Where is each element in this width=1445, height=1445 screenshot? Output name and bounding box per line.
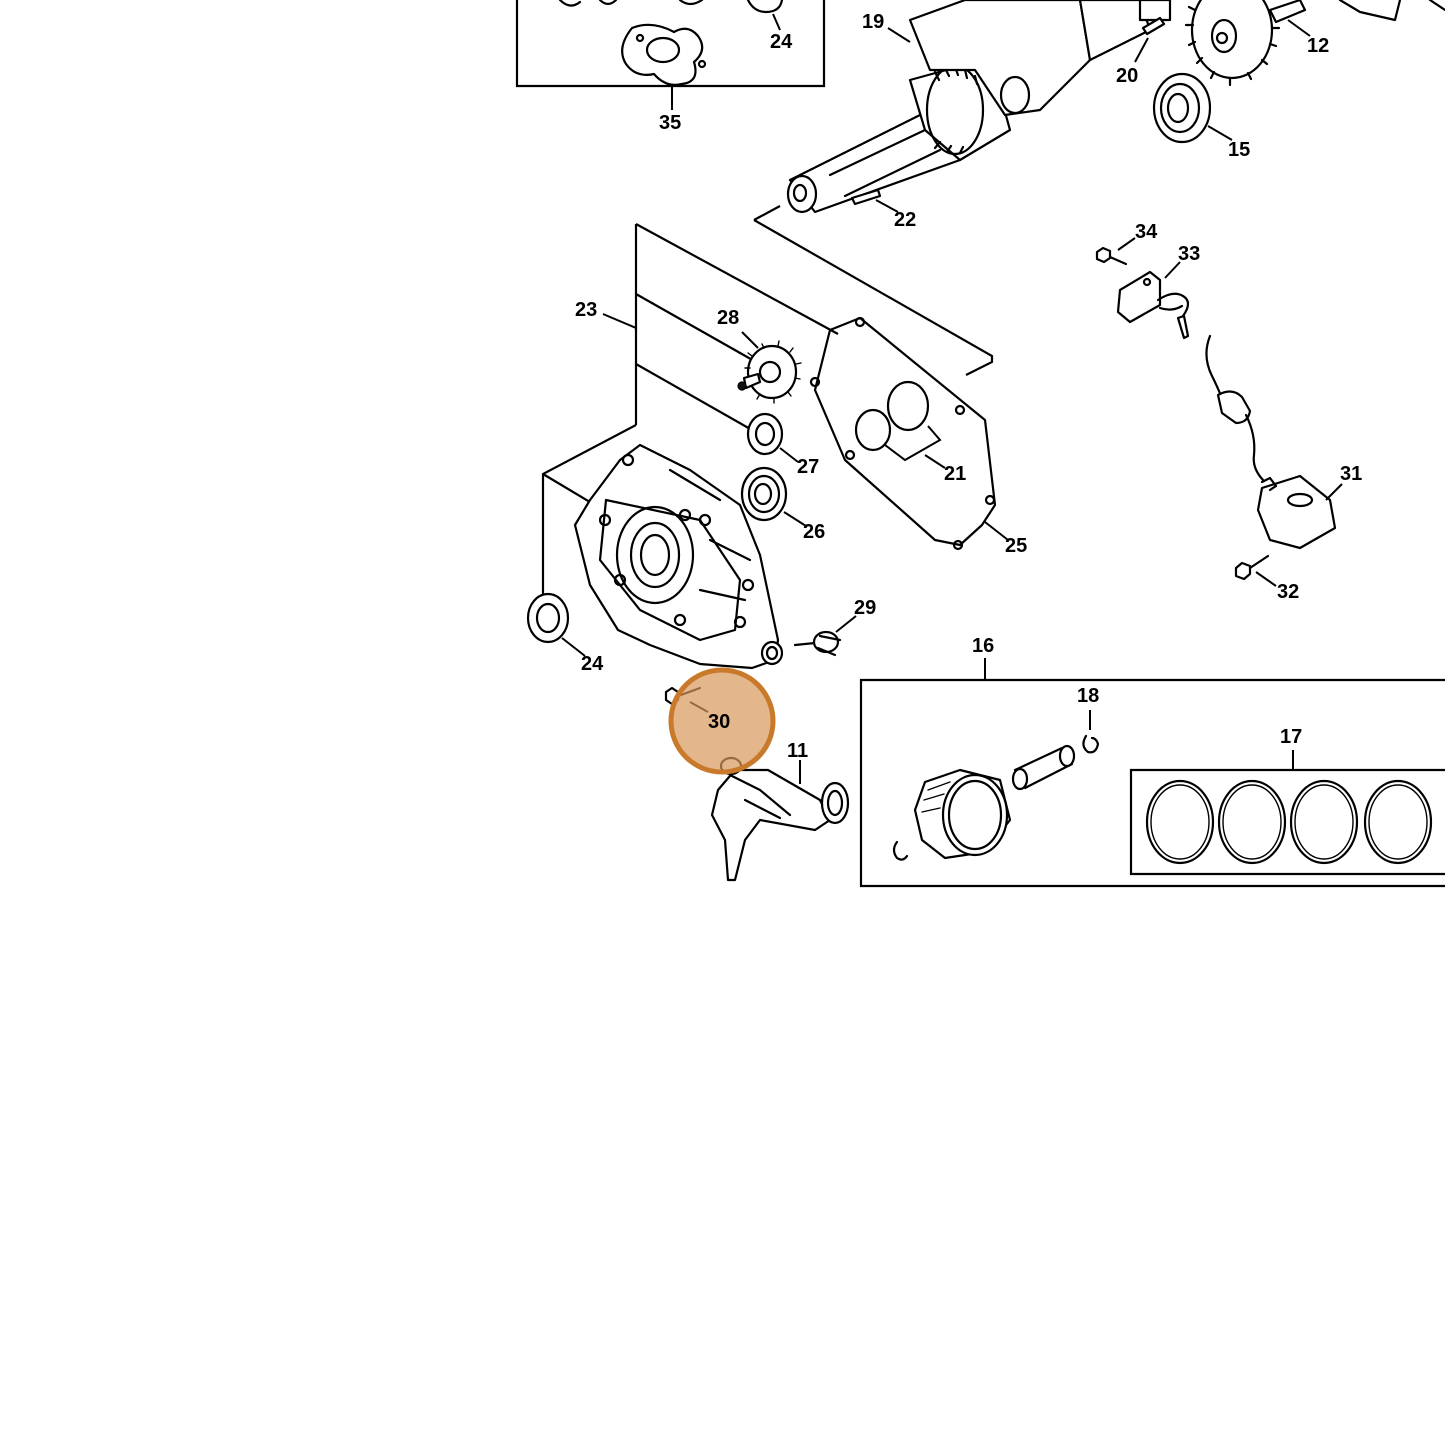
callout-27: 27 <box>797 456 819 478</box>
key-22 <box>850 188 899 213</box>
callout-30: 30 <box>708 711 730 733</box>
callout-23: 23 <box>575 299 597 321</box>
callout-26: 26 <box>803 521 825 543</box>
drain-plug-29 <box>793 615 857 657</box>
callout-12: 12 <box>1307 35 1329 57</box>
callout-21: 21 <box>944 463 966 485</box>
piston <box>913 768 1012 860</box>
callout-35: 35 <box>659 112 681 134</box>
callout-25: 25 <box>1005 535 1027 557</box>
callout-29: 29 <box>854 597 876 619</box>
callout-32: 32 <box>1277 581 1299 603</box>
bearing-26 <box>740 466 807 527</box>
oil-seal-27 <box>746 412 799 463</box>
ignition-coil-31 <box>1205 334 1343 550</box>
piston-pin-18 <box>1011 744 1076 791</box>
highlight-marker-part-30[interactable] <box>668 667 776 775</box>
gasket-kit-box-35 <box>515 0 826 110</box>
piston-rings-17 <box>1145 779 1433 865</box>
callout-11: 11 <box>787 740 808 762</box>
callout-18: 18 <box>1077 685 1099 707</box>
callout-22: 22 <box>894 209 916 231</box>
callout-34: 34 <box>1135 221 1158 243</box>
key-20 <box>1134 16 1166 63</box>
camshaft-gear-12 <box>1184 0 1311 87</box>
switch-33 <box>1116 261 1190 340</box>
oil-seal-24 <box>526 592 586 657</box>
piston-kit-box-16 <box>859 658 1445 888</box>
callout-20: 20 <box>1116 65 1138 87</box>
callout-17: 17 <box>1280 726 1302 748</box>
governor-gear-28 <box>737 331 802 404</box>
bolt-34 <box>1095 237 1136 266</box>
callout-24: 24 <box>581 653 604 675</box>
callout-24-top: 24 <box>770 31 793 53</box>
callout-33: 33 <box>1178 243 1200 265</box>
callout-28: 28 <box>717 307 739 329</box>
crankcase-gasket-25 <box>809 316 1009 551</box>
crankshaft-19 <box>786 0 1172 214</box>
callout-15: 15 <box>1228 139 1250 161</box>
connecting-rod-11 <box>710 756 850 882</box>
crankcase-cover <box>573 443 784 670</box>
bolt-32 <box>1234 554 1277 587</box>
bearing-15 <box>1152 72 1233 144</box>
callout-31: 31 <box>1340 463 1362 485</box>
callout-19: 19 <box>862 11 884 33</box>
callout-16: 16 <box>972 635 994 657</box>
assembly-bracket-23 <box>541 205 994 608</box>
